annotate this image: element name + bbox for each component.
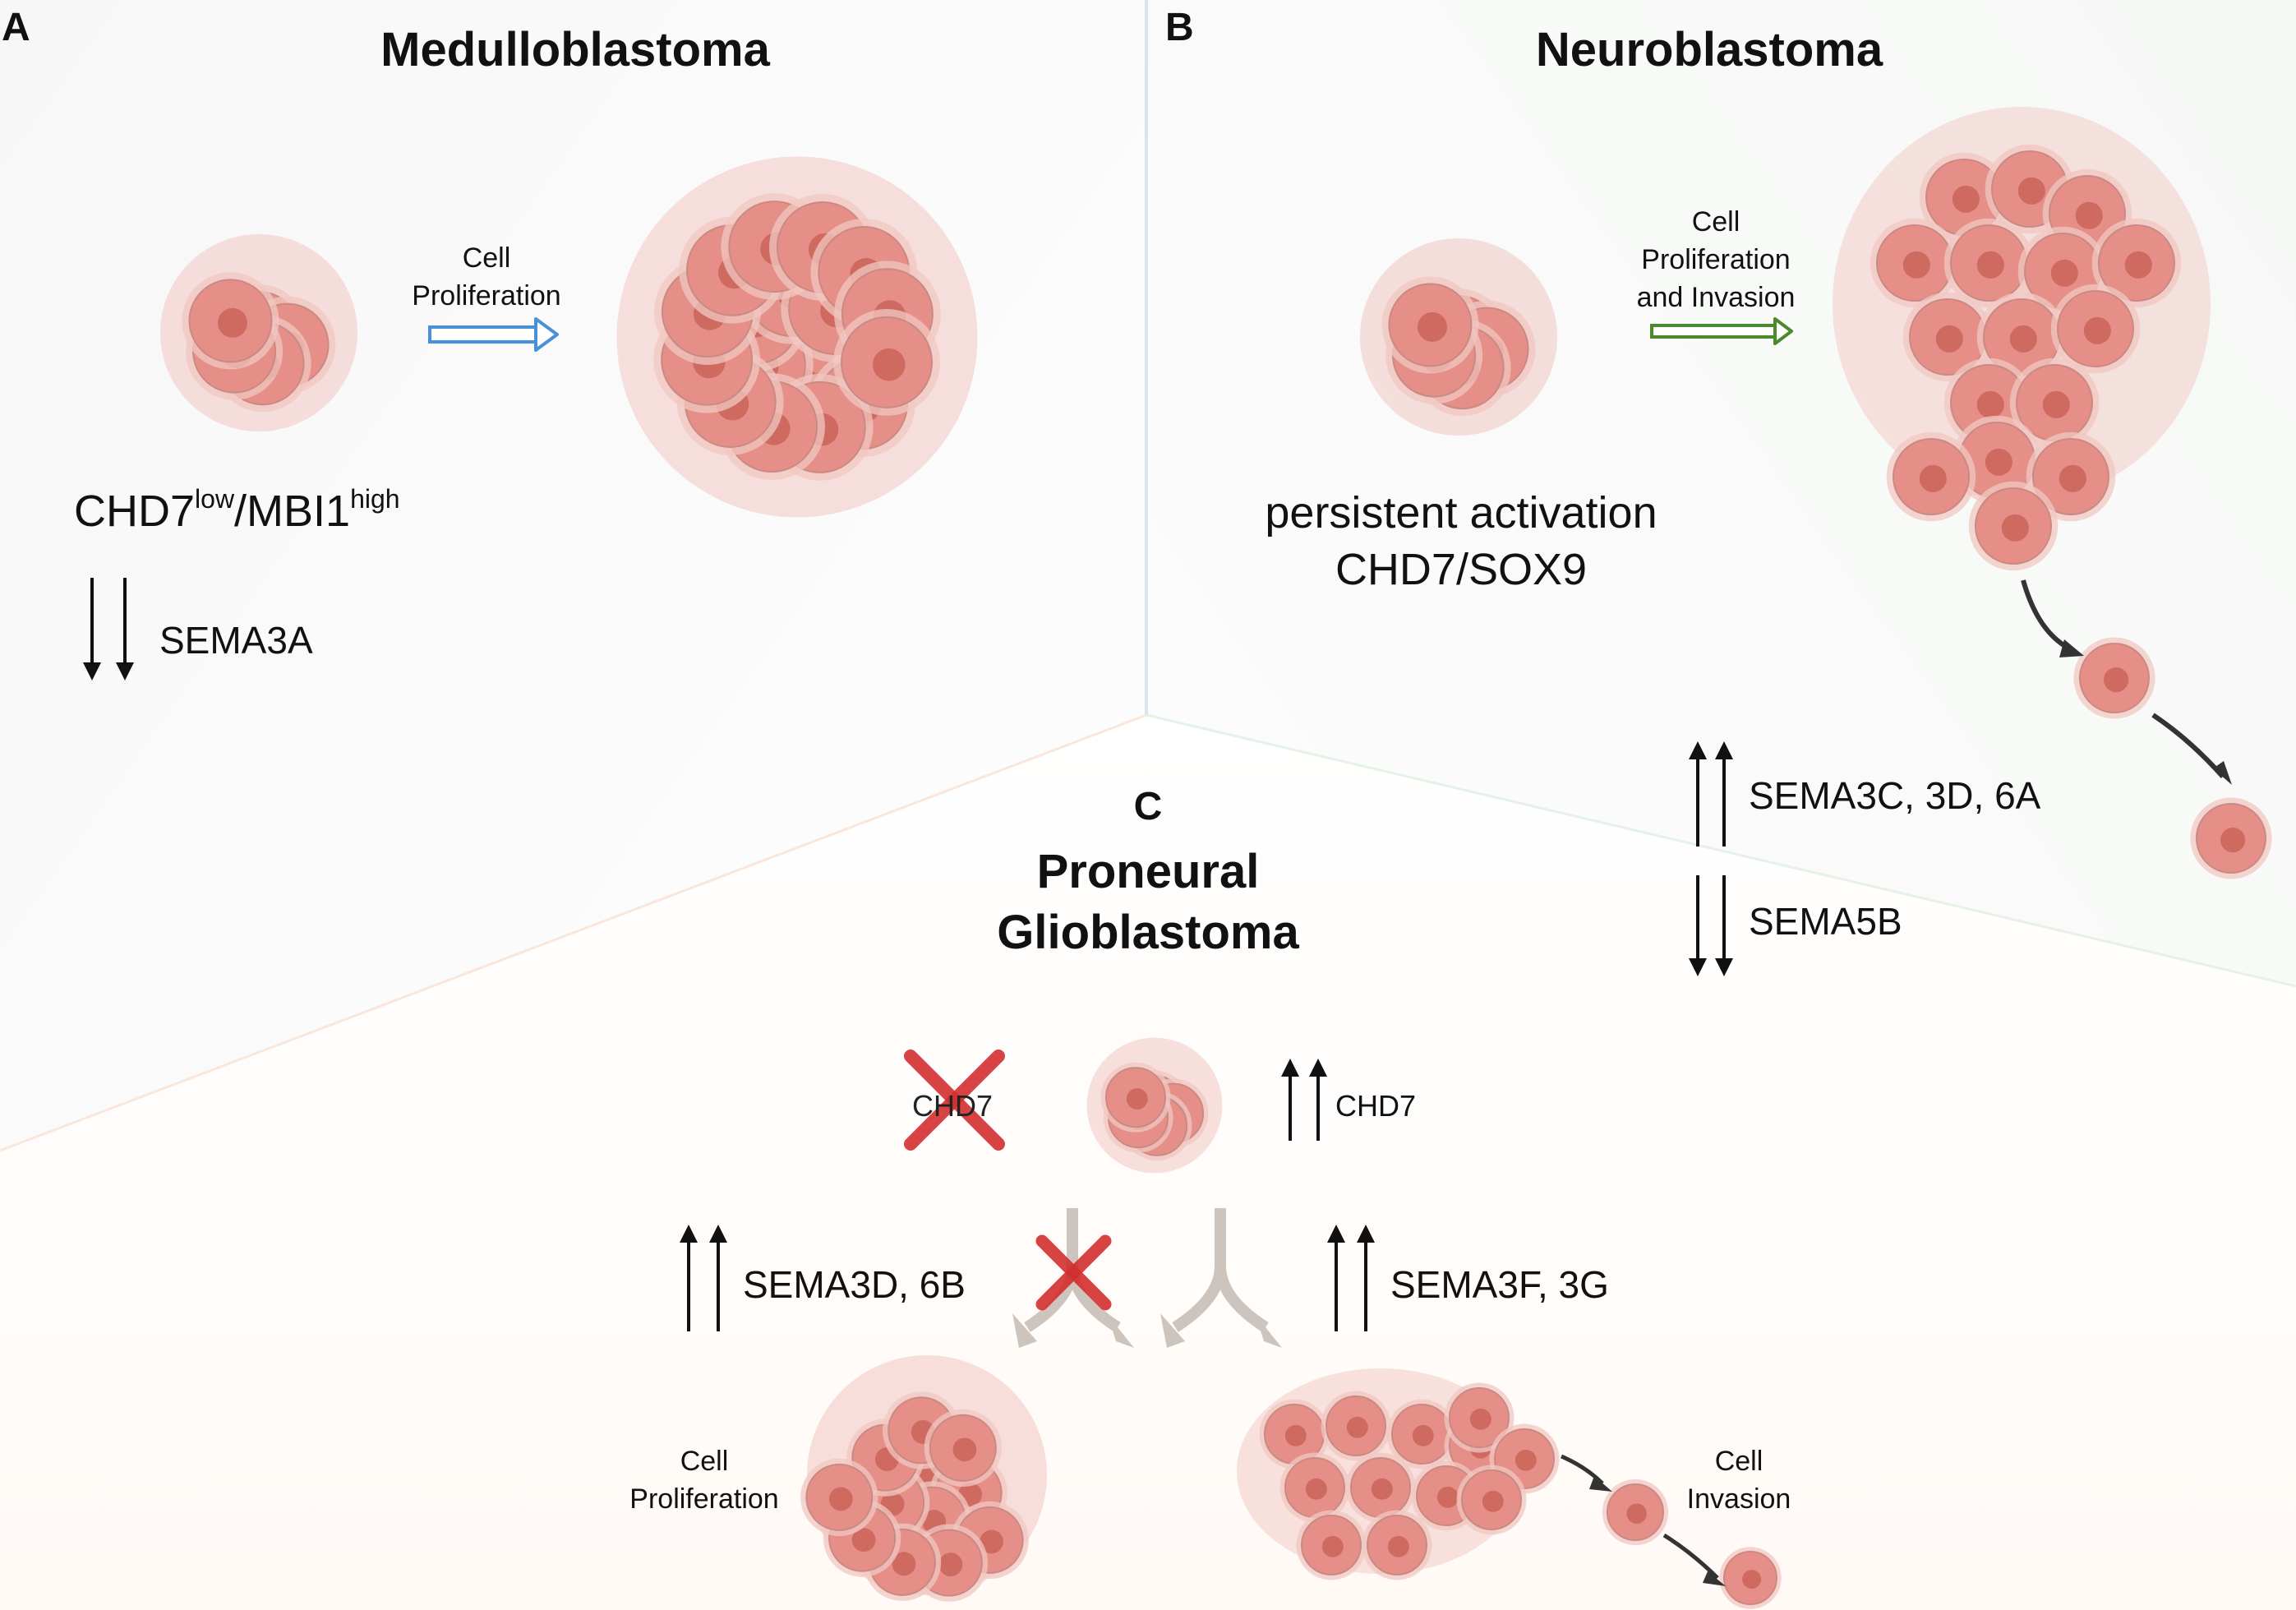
tumor-cell (1886, 431, 1976, 522)
tumor-cell (1976, 292, 2067, 382)
tumor-cell (1943, 218, 2034, 308)
tumor-cell (2190, 797, 2272, 879)
marker-gene: /MBI1 (234, 487, 351, 536)
tumor-cell (2050, 284, 2141, 374)
proliferation-invasion-arrow-b (1650, 317, 1793, 345)
up-arrows-b (1689, 741, 1733, 847)
right-outcome-label: Cell Invasion (1687, 1443, 1791, 1519)
tumor-cell (924, 1409, 1003, 1488)
panel-b-letter: B (1165, 6, 1194, 49)
outcome-line: Cell (1714, 1446, 1763, 1477)
up-arrows-chd7 (1281, 1059, 1327, 1141)
tumor-cell (1719, 1547, 1782, 1609)
arrow-label-line: Proliferation (1641, 243, 1791, 275)
tumor-cell (833, 309, 940, 416)
panel-b-activation-label: persistent activation CHD7/SOX9 (1265, 485, 1657, 598)
panel-b-title: Neuroblastoma (1535, 23, 1883, 76)
tumor-cell (800, 1458, 878, 1537)
tumor-cell (1279, 1452, 1350, 1523)
tumor-cell (2091, 218, 2182, 308)
arrow-label-line: and Invasion (1636, 281, 1796, 313)
panel-a-marker-label: CHD7low/MBI1high (74, 486, 400, 536)
panel-a-down-gene: SEMA3A (159, 619, 313, 662)
arrow-label-line: Cell (462, 242, 511, 274)
tumor-cell (1902, 292, 1993, 382)
tumor-cell (1968, 481, 2059, 571)
outcome-line: Invasion (1686, 1483, 1791, 1515)
tumor-cell-cluster-invasive (1237, 1368, 1782, 1609)
outcome-line: Cell (680, 1446, 729, 1477)
tumor-cell (2009, 358, 2100, 448)
right-genes-label: SEMA3F, 3G (1390, 1263, 1609, 1306)
tumor-cell (1919, 152, 2009, 242)
tumor-cell (1870, 218, 1960, 308)
migration-arrows-c (1561, 1454, 1726, 1586)
tumor-cell-cluster-small (1360, 238, 1557, 436)
down-arrows-b (1689, 875, 1733, 976)
panel-c-letter: C (1133, 785, 1163, 828)
panel-c-title: Proneural Glioblastoma (997, 842, 1298, 963)
up-arrows-right-genes (1327, 1225, 1375, 1331)
split-arrow-right (1160, 1208, 1282, 1348)
up-arrows-left-genes (680, 1225, 727, 1331)
panel-b-down-gene: SEMA5B (1749, 900, 1902, 943)
outcome-line: Proliferation (629, 1483, 779, 1515)
panel-a-letter: A (2, 6, 30, 49)
tumor-cell (1321, 1391, 1391, 1461)
tumor-cell-cluster-center (1086, 1037, 1223, 1174)
tumor-cell (1444, 1382, 1515, 1453)
panel-b-arrow-label: Cell Proliferation and Invasion (1637, 204, 1796, 317)
panel-a-title: Medulloblastoma (380, 23, 770, 76)
chd7-up-label: CHD7 (1335, 1089, 1417, 1123)
migration-arrows-b (2021, 579, 2232, 785)
marker-level: low (195, 484, 235, 514)
marker-gene: CHD7 (74, 487, 196, 536)
arrow-label-line: Proliferation (412, 279, 561, 311)
left-genes-label: SEMA3D, 6B (743, 1263, 966, 1306)
panel-a-arrow-label: Cell Proliferation (412, 240, 560, 316)
down-arrows-semA (83, 578, 134, 680)
tumor-cell (1345, 1452, 1416, 1523)
title-line: Glioblastoma (997, 906, 1299, 960)
proliferation-arrow-a (428, 317, 559, 352)
knockout-gene-label: CHD7 (912, 1089, 994, 1123)
tumor-cell (1296, 1510, 1367, 1580)
tumor-cell (1602, 1479, 1669, 1546)
activation-line: CHD7/SOX9 (1335, 545, 1588, 595)
tumor-cell (1362, 1510, 1432, 1580)
tumor-cell (1386, 1399, 1457, 1469)
title-line: Proneural (1036, 845, 1260, 898)
tumor-cell-cluster-large (616, 156, 978, 518)
marker-level: high (350, 484, 400, 514)
left-outcome-label: Cell Proliferation (629, 1443, 778, 1519)
tumor-cell-cluster-invasive (1833, 107, 2272, 879)
tumor-cell (2073, 637, 2155, 719)
blocked-path-cross-icon (1035, 1234, 1112, 1311)
activation-line: persistent activation (1265, 488, 1657, 537)
panel-b-up-genes: SEMA3C, 3D, 6A (1749, 774, 2041, 817)
tumor-cell (1381, 276, 1479, 374)
tumor-cell (182, 272, 279, 370)
arrow-label-line: Cell (1691, 206, 1740, 238)
knockout-cross-icon (904, 1049, 1005, 1151)
tumor-cell-cluster-proliferative (800, 1355, 1047, 1602)
tumor-cell (1456, 1465, 1527, 1535)
tumor-cell (1100, 1062, 1171, 1133)
tumor-cell-cluster-small (160, 234, 357, 431)
